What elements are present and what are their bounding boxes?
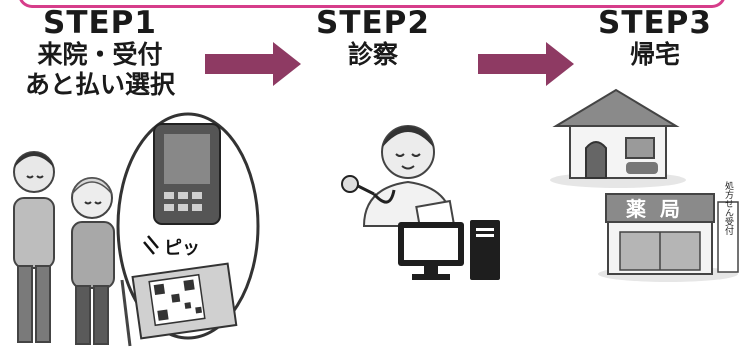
arrow-step1-to-step2-icon xyxy=(205,42,301,86)
pharmacy-illustration: 薬局 処方せん受付 xyxy=(598,180,739,282)
step1-heading: STEP1 来院・受付 あと払い選択 xyxy=(0,6,200,100)
house-illustration xyxy=(550,88,686,188)
step3-label: STEP3 xyxy=(598,5,712,41)
terminal-sound-text: ピッ xyxy=(164,238,200,259)
computer-icon xyxy=(398,220,500,280)
pharmacy-sign-text: 薬局 xyxy=(626,197,694,221)
patients-illustration xyxy=(13,151,132,347)
step3-line1: 帰宅 xyxy=(629,40,680,69)
step1-line2: あと払い選択 xyxy=(24,70,175,99)
arrow-step2-to-step3-icon xyxy=(478,42,574,86)
step1-line1: 来院・受付 xyxy=(37,40,163,69)
step2-label: STEP2 xyxy=(316,5,430,41)
payment-terminal-illustration: ピッ xyxy=(116,112,260,340)
doctor-illustration xyxy=(341,125,455,230)
step2-heading: STEP2 診察 xyxy=(303,6,443,70)
step1-label: STEP1 xyxy=(43,5,157,41)
step2-line1: 診察 xyxy=(347,40,398,69)
step3-heading: STEP3 帰宅 xyxy=(585,6,725,70)
pharmacy-side-banner: 処方せん受付 xyxy=(723,180,734,236)
